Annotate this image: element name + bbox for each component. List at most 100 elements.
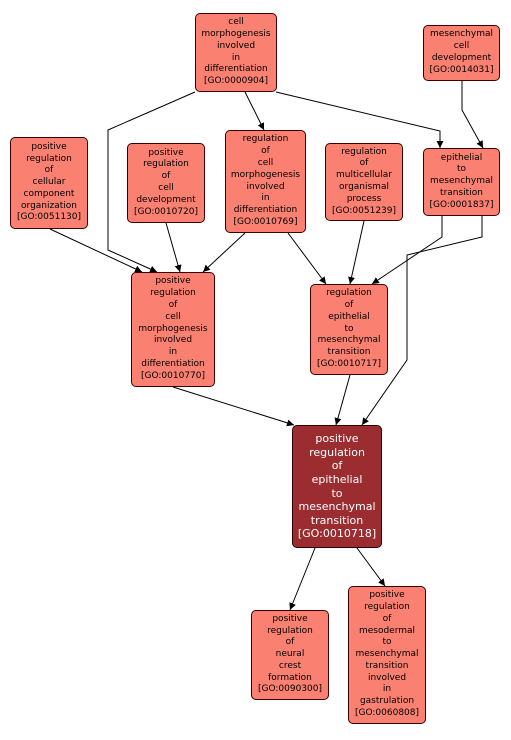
node-label-line: epithelial <box>328 311 370 322</box>
edge-0010718-to-0060808 <box>356 547 386 587</box>
node-label-line: in <box>382 684 392 695</box>
node-label-line: mesenchymal <box>430 176 493 187</box>
node-label-line: of <box>359 158 369 169</box>
node-label-line: of <box>161 171 171 182</box>
node-label-line: morphogenesis <box>201 28 271 39</box>
node-label-line: [GO:0051130] <box>16 212 82 223</box>
node-label-line: neural <box>275 649 305 660</box>
node-label-line: positive <box>155 276 191 287</box>
node-label-line: epithelial <box>440 152 483 163</box>
node-label-line: morphogenesis <box>138 323 208 334</box>
node-label-line: [GO:0010718] <box>297 527 377 541</box>
edge-0010717-to-0010718 <box>334 374 351 426</box>
node-label-line: organismal <box>339 182 389 192</box>
node-label-line: differentiation <box>141 358 205 369</box>
node-label-line: in <box>231 52 241 63</box>
edge-0010720-to-0010770 <box>165 222 182 273</box>
node-label-line: positive <box>148 147 184 158</box>
node-label-line: cell <box>158 183 174 193</box>
node-label-line: to <box>344 323 354 334</box>
node-label-line: regulation <box>242 134 289 145</box>
edge-0051239-to-0010717 <box>348 220 365 285</box>
edge-0001837-to-0010717 <box>371 216 443 285</box>
node-label-line: of <box>331 459 343 473</box>
node-label-line: involved <box>246 181 285 192</box>
edge-0010718-to-0090300 <box>289 547 316 611</box>
edge-0000904-to-0010769 <box>244 91 265 131</box>
node-label-line: morphogenesis <box>230 169 301 180</box>
node-label-line: regulation <box>150 288 196 299</box>
node-label-line: regulation <box>267 625 313 636</box>
edge-0010769-to-0010770 <box>202 232 246 273</box>
edge-0001837-to-0010718 <box>361 216 483 426</box>
node-label-line: regulation <box>326 288 372 299</box>
node-label-line: cellular <box>32 177 66 188</box>
node-label-line: [GO:0010720] <box>133 206 199 217</box>
node-label-line: of <box>44 165 54 176</box>
node-label-line: regulation <box>309 445 365 459</box>
node-label-line: cell <box>165 311 181 322</box>
node-label-line: regulation <box>341 146 387 157</box>
node-label-line: involved <box>153 335 193 346</box>
node-label-line: involved <box>367 672 407 683</box>
node-label-line: of <box>261 146 270 157</box>
node-label-line: differentiation <box>204 64 268 75</box>
node-label-line: to <box>382 637 392 648</box>
node-label-line: transition <box>327 347 371 358</box>
node-label-line: component <box>23 188 75 199</box>
node-label-line: formation <box>268 672 312 683</box>
node-label-line: positive <box>31 141 67 152</box>
node-label-line: cell <box>453 41 470 52</box>
node-label-line: [GO:0010769] <box>233 216 298 227</box>
node-label-line: transition <box>440 187 483 198</box>
edge-0000904-to-0010770 <box>107 91 196 273</box>
node-label-line: [GO:0090300] <box>257 684 323 695</box>
node-label-line: involved <box>216 40 256 51</box>
node-label-line: epithelial <box>311 472 363 486</box>
node-label-line: mesenchymal <box>430 29 493 40</box>
node-label-line: organization <box>21 200 77 211</box>
node-label-line: transition <box>365 660 409 671</box>
node-label-line: development <box>136 194 196 205</box>
node-label-line: development <box>431 53 492 63</box>
node-label-line: mesenchymal <box>317 335 381 346</box>
node-label-line: in <box>261 193 270 204</box>
edge-0051130-to-0010770 <box>49 228 143 273</box>
node-label-line: gastrulation <box>359 696 415 707</box>
node-label-line: positive <box>272 613 308 624</box>
node-label-line: transition <box>310 513 364 527</box>
node-label-line: [GO:0000904] <box>203 76 269 87</box>
node-label-line: mesenchymal <box>355 649 419 660</box>
node-label-line: [GO:0060808] <box>354 708 420 719</box>
node-label-line: crest <box>278 660 302 671</box>
node-label-line: [GO:0010770] <box>140 370 206 381</box>
node-label-line: multicellular <box>336 170 392 181</box>
node-label-line: of <box>382 613 392 624</box>
node-label-line: mesodermal <box>358 625 416 636</box>
edge-0014031-to-0001837 <box>461 81 484 149</box>
node-label-line: of <box>168 300 178 310</box>
node-label-line: differentiation <box>233 205 298 216</box>
node-label-line: regulation <box>143 159 189 170</box>
node-label-line: positive <box>369 590 405 601</box>
node-label-line: cell <box>228 17 244 28</box>
node-label-line: process <box>346 193 382 204</box>
edge-0010769-to-0010717 <box>287 232 327 285</box>
node-label-line: cell <box>257 157 274 168</box>
node-label-line: [GO:0010717] <box>316 358 382 369</box>
node-label-line: to <box>331 486 343 500</box>
